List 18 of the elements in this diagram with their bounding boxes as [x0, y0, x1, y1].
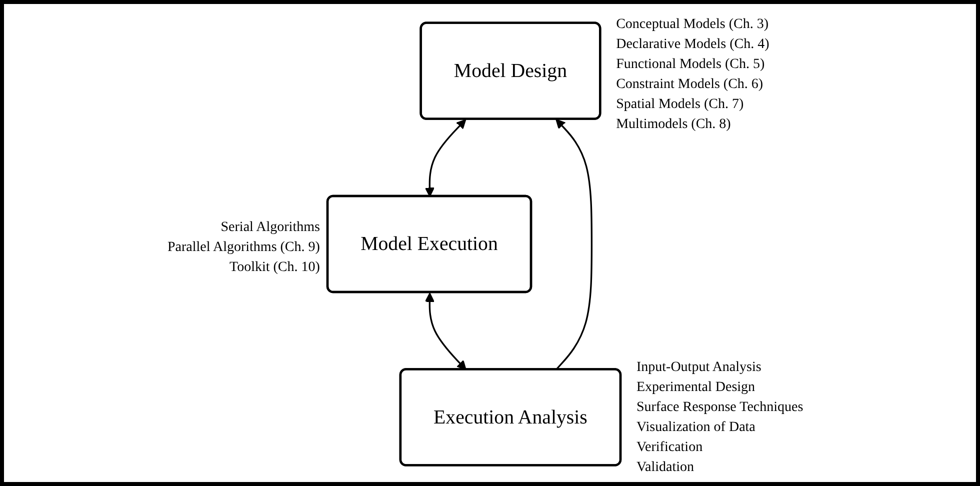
- chapter-note: Surface Response Techniques: [636, 399, 804, 417]
- chapter-note: Declarative Models (Ch. 4): [616, 36, 770, 54]
- chapter-note: Toolkit (Ch. 10): [228, 259, 320, 277]
- chapter-note: Verification: [636, 439, 704, 457]
- arrow: [555, 118, 592, 370]
- chapter-note: Serial Algorithms: [220, 219, 320, 237]
- chapter-note: Input-Output Analysis: [636, 359, 762, 377]
- arrow: [424, 119, 466, 197]
- chapter-note: Parallel Algorithms (Ch. 9): [168, 239, 320, 257]
- chapter-note: Spatial Models (Ch. 7): [616, 96, 745, 114]
- arrow: [424, 292, 466, 370]
- chapter-note: Experimental Design: [636, 379, 756, 397]
- chapter-note: Validation: [636, 459, 696, 477]
- chapter-note: Visualization of Data: [636, 419, 756, 437]
- chapter-note: Constraint Models (Ch. 6): [616, 76, 764, 94]
- chapter-note: Multimodels (Ch. 8): [616, 116, 732, 134]
- chapter-note: Functional Models (Ch. 5): [616, 56, 766, 74]
- chapter-note: Conceptual Models (Ch. 3): [616, 16, 770, 34]
